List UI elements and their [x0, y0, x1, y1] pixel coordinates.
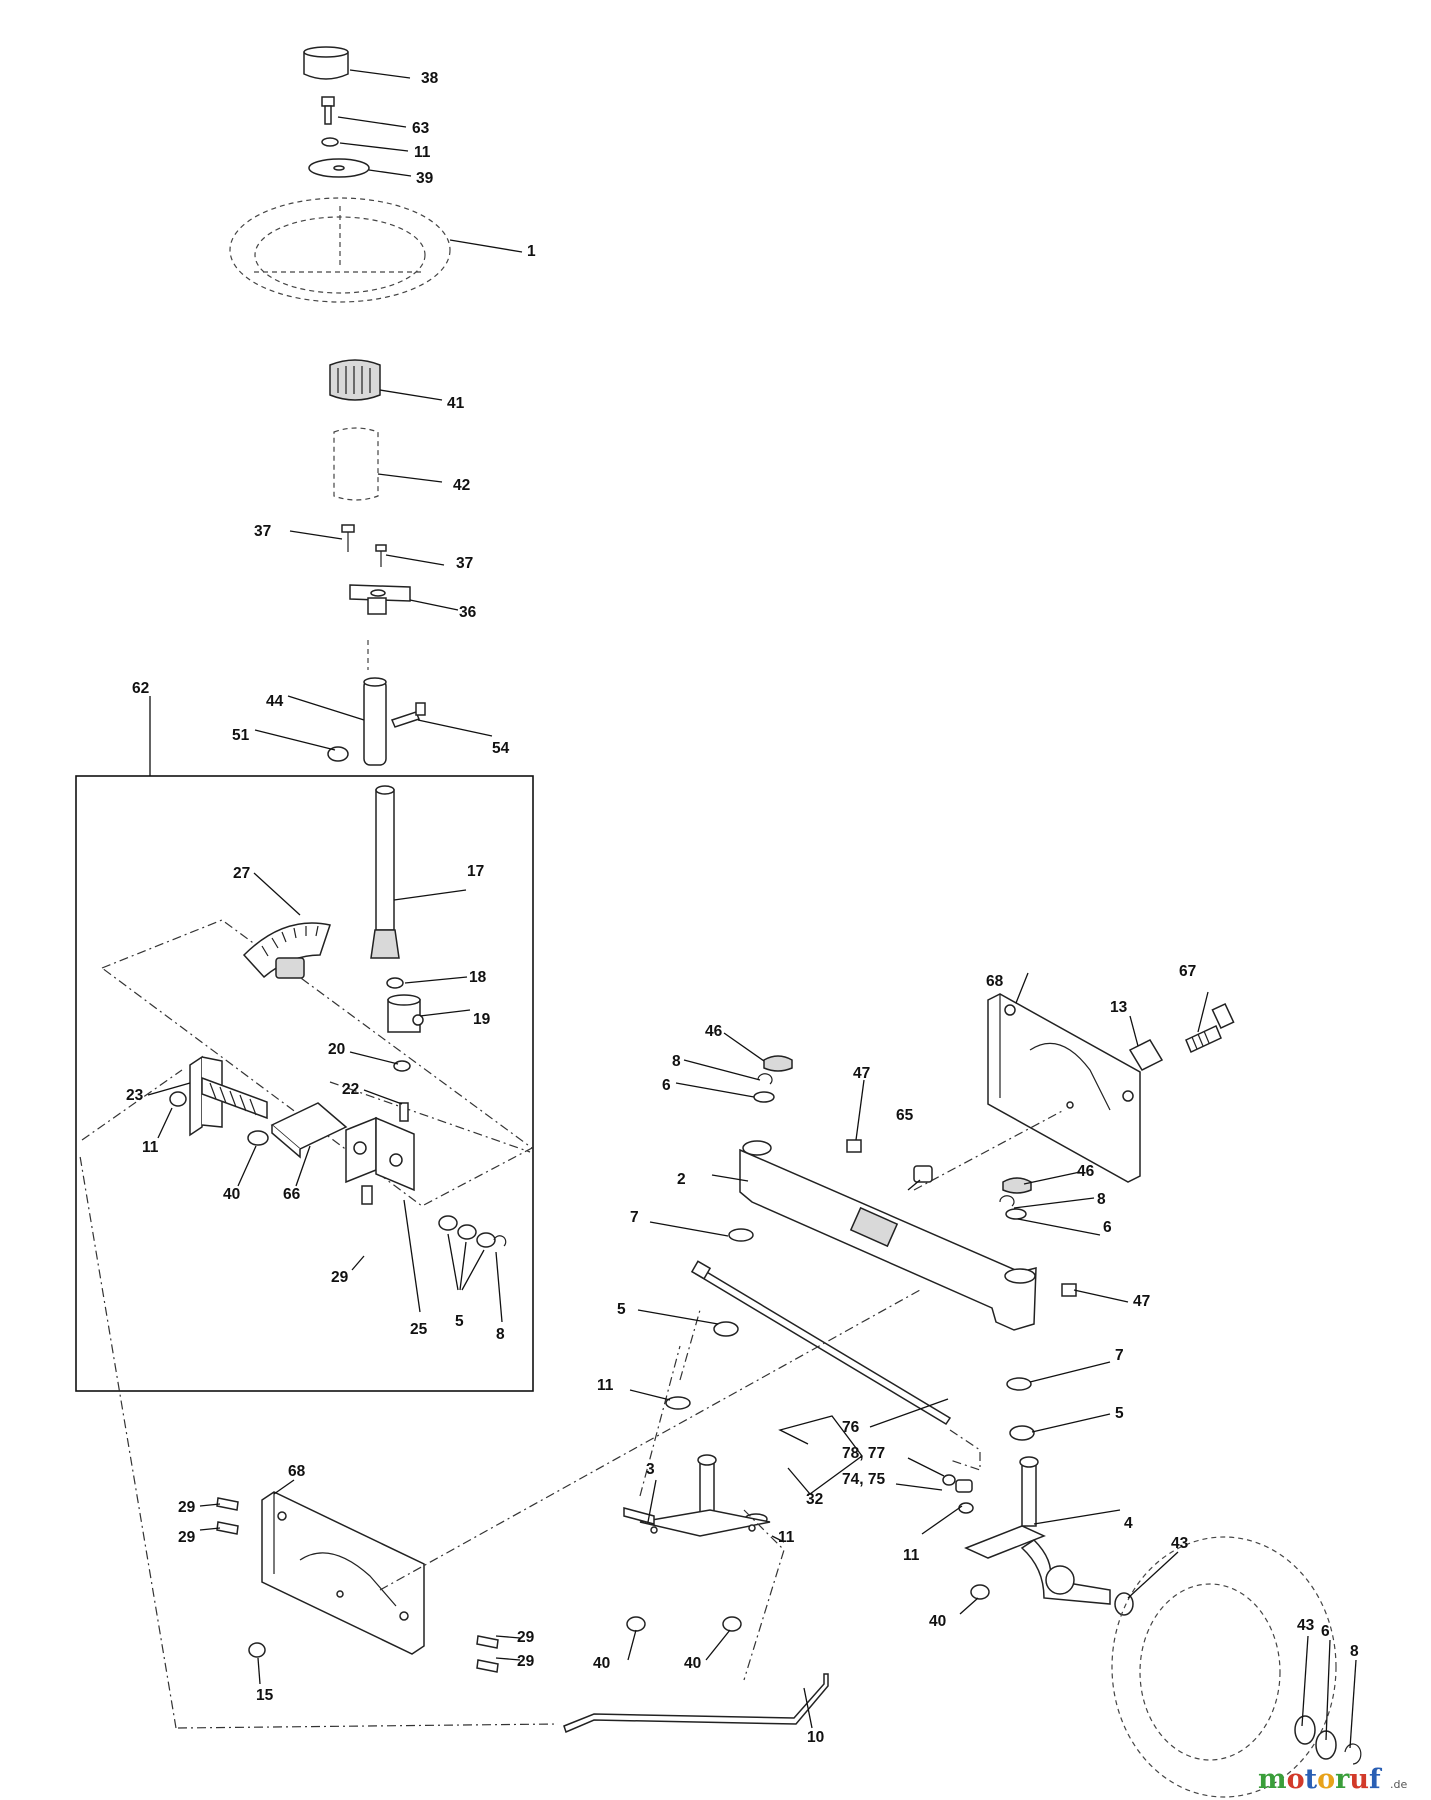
callout-25: 25 — [410, 1321, 428, 1338]
callout-76: 76 — [842, 1419, 860, 1436]
callout-29: 29 — [331, 1269, 349, 1286]
callout-29: 29 — [178, 1529, 196, 1546]
callout-68: 68 — [986, 973, 1004, 990]
callout-38: 38 — [421, 70, 439, 87]
callout-43: 43 — [1171, 1535, 1189, 1552]
callout-8: 8 — [496, 1326, 505, 1343]
callout-39: 39 — [416, 170, 434, 187]
callout-37: 37 — [254, 523, 271, 540]
callout-11: 11 — [778, 1529, 795, 1546]
callout-8: 8 — [1097, 1191, 1106, 1208]
left-bracket-assembly — [79, 1155, 921, 1734]
callout-41: 41 — [447, 395, 465, 412]
watermark-brand: motoruf — [1258, 1764, 1383, 1795]
callout-40: 40 — [593, 1655, 610, 1672]
callout-78-77: 78, 77 — [842, 1445, 885, 1462]
callout-47: 47 — [853, 1065, 870, 1082]
callout-11: 11 — [142, 1139, 159, 1156]
callout-5: 5 — [455, 1313, 464, 1330]
motoruf-logo: motoruf .de — [1258, 1764, 1407, 1795]
callout-20: 20 — [328, 1041, 345, 1058]
callout-23: 23 — [126, 1087, 144, 1104]
callout-7: 7 — [1115, 1347, 1124, 1364]
callout-40: 40 — [684, 1655, 701, 1672]
callout-54: 54 — [492, 740, 510, 757]
callout-5: 5 — [617, 1301, 626, 1318]
steering-wheel-assembly — [229, 46, 451, 766]
callout-4: 4 — [1124, 1515, 1133, 1532]
callout-40: 40 — [929, 1613, 946, 1630]
callout-62: 62 — [132, 680, 149, 697]
callout-3: 3 — [646, 1461, 655, 1478]
callout-11: 11 — [903, 1547, 920, 1564]
callout-1: 1 — [527, 243, 536, 260]
callout-32: 32 — [806, 1491, 823, 1508]
callout-36: 36 — [459, 604, 477, 621]
callout-19: 19 — [473, 1011, 491, 1028]
callout-10: 10 — [807, 1729, 824, 1746]
callout-29: 29 — [178, 1499, 196, 1516]
callout-67: 67 — [1179, 963, 1196, 980]
callout-8: 8 — [672, 1053, 681, 1070]
callout-11: 11 — [414, 144, 431, 161]
callout-13: 13 — [1110, 999, 1128, 1016]
steering-gear-assembly-box — [75, 775, 534, 1392]
callout-6: 6 — [1321, 1623, 1330, 1640]
callout-65: 65 — [896, 1107, 914, 1124]
callout-74-75: 74, 75 — [842, 1471, 885, 1488]
callout-2: 2 — [677, 1171, 686, 1188]
callout-18: 18 — [469, 969, 487, 986]
callout-29: 29 — [517, 1653, 535, 1670]
callout-44: 44 — [266, 693, 284, 710]
callout-27: 27 — [233, 865, 250, 882]
callout-15: 15 — [256, 1687, 274, 1704]
callout-40: 40 — [223, 1186, 240, 1203]
callout-66: 66 — [283, 1186, 301, 1203]
watermark-tld: .de — [1390, 1778, 1407, 1791]
callout-47: 47 — [1133, 1293, 1150, 1310]
leader-lines — [147, 69, 1357, 1749]
callout-6: 6 — [662, 1077, 671, 1094]
callout-46: 46 — [1077, 1163, 1095, 1180]
callout-42: 42 — [453, 477, 470, 494]
callout-29: 29 — [517, 1629, 535, 1646]
callout-22: 22 — [342, 1081, 359, 1098]
callout-46: 46 — [705, 1023, 723, 1040]
callout-17: 17 — [467, 863, 484, 880]
callout-37: 37 — [456, 555, 473, 572]
callout-63: 63 — [412, 120, 430, 137]
callout-7: 7 — [630, 1209, 639, 1226]
callout-8: 8 — [1350, 1643, 1359, 1660]
callout-5: 5 — [1115, 1405, 1124, 1422]
callout-labels: 38 63 11 39 1 41 42 37 37 36 62 44 51 54… — [126, 70, 1359, 1746]
callout-11: 11 — [597, 1377, 614, 1394]
callout-6: 6 — [1103, 1219, 1112, 1236]
callout-43: 43 — [1297, 1617, 1315, 1634]
front-axle-assembly — [623, 993, 1362, 1798]
callout-68: 68 — [288, 1463, 306, 1480]
callout-51: 51 — [232, 727, 250, 744]
